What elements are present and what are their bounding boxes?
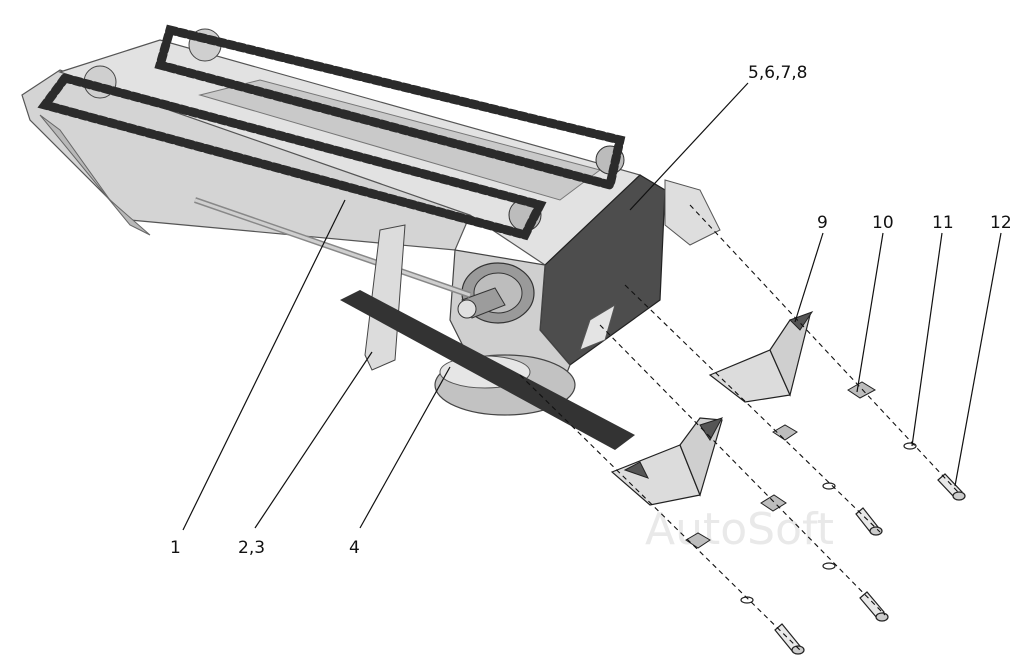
bolt-3 <box>859 591 889 622</box>
lock-washer-3 <box>822 562 836 570</box>
angle-bracket-upper <box>708 311 814 403</box>
lock-washer-4 <box>740 596 754 604</box>
exploded-parts <box>610 311 966 655</box>
drive-chains <box>37 24 626 241</box>
callout-label-5-6-7-8: 5,6,7,8 <box>748 63 807 83</box>
callout-label-12: 12 <box>990 213 1012 233</box>
square-washer-3 <box>760 494 787 512</box>
assembly-lines <box>519 204 959 651</box>
bolt-4 <box>774 623 805 655</box>
watermark-text: AutoSoft <box>645 504 834 555</box>
bolt-1 <box>937 473 966 501</box>
callout-label-4: 4 <box>349 538 360 558</box>
callout-label-11: 11 <box>932 213 954 233</box>
callout-label-9: 9 <box>817 213 828 233</box>
lock-washer-2 <box>822 482 836 490</box>
angle-bracket-lower <box>610 417 724 506</box>
lock-washer-1 <box>903 442 917 450</box>
conveyor-housing <box>21 28 721 416</box>
square-washer-2 <box>772 424 798 441</box>
callout-label-10: 10 <box>872 213 894 233</box>
square-washer-1 <box>847 381 877 399</box>
blade-belt <box>340 290 635 450</box>
callout-label-2-3: 2,3 <box>238 538 265 558</box>
callout-label-1: 1 <box>170 538 181 558</box>
leader-lines <box>182 82 1002 531</box>
bolt-2 <box>855 507 883 536</box>
